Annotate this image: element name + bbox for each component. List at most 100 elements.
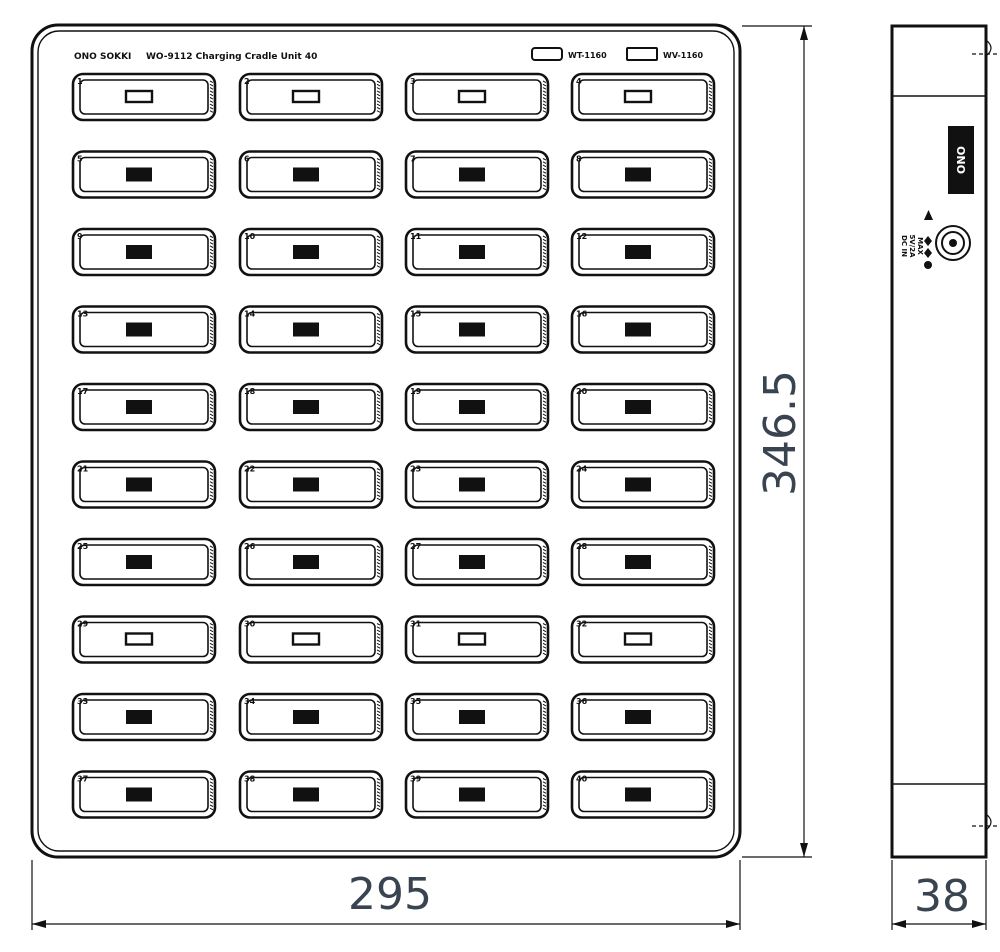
slot-indicator <box>457 89 487 104</box>
slot-indicator <box>623 632 653 646</box>
width-dimension: 295 <box>31 860 741 930</box>
slot-inner <box>578 389 708 425</box>
slot-inner <box>578 776 708 813</box>
slot-rib <box>708 235 713 268</box>
legend-wv: WV-1160 <box>626 47 703 61</box>
charging-slot: 7 <box>404 150 550 199</box>
slot-outer <box>238 692 384 742</box>
slot-outer <box>238 72 384 122</box>
charging-slot: 10 <box>238 227 384 277</box>
charging-slot: 1 <box>71 72 217 122</box>
slot-rib <box>209 390 214 423</box>
slot-number: 32 <box>576 620 587 629</box>
slot-outer <box>570 460 716 509</box>
slot-indicator <box>459 787 485 802</box>
slot-outer <box>404 382 550 432</box>
slot-outer <box>570 72 716 122</box>
legend-wv-label: WV-1160 <box>663 51 703 60</box>
slot-indicator <box>625 167 651 182</box>
slot-inner <box>79 699 209 735</box>
slot-inner <box>578 699 708 735</box>
slot-rib <box>376 235 381 268</box>
charging-slot: 33 <box>71 692 217 742</box>
slot-outer <box>404 305 550 354</box>
slot-indicator <box>459 167 485 182</box>
charging-slot: 35 <box>404 692 550 742</box>
slot-indicator <box>126 167 152 182</box>
slot-indicator <box>459 477 485 492</box>
slot-outer <box>71 770 217 819</box>
slot-outer <box>404 615 550 664</box>
slot-rib <box>376 158 381 191</box>
slot-indicator <box>126 787 152 802</box>
top-mount-hook <box>972 32 1000 70</box>
slot-number: 34 <box>244 697 256 706</box>
slot-inner <box>412 776 542 813</box>
height-dimension: 346.5 <box>742 25 812 858</box>
slot-inner <box>412 79 542 115</box>
slot-number: 13 <box>77 310 88 319</box>
charging-slot: 12 <box>570 227 716 277</box>
warning-triangle-icon <box>924 210 933 220</box>
slot-number: 29 <box>77 620 89 629</box>
slot-indicator <box>293 245 319 259</box>
slot-number: 40 <box>576 775 588 784</box>
slot-rib <box>542 545 547 578</box>
slot-number: 14 <box>244 310 256 319</box>
slot-inner <box>412 699 542 735</box>
slot-number: 35 <box>410 697 422 706</box>
slot-number: 31 <box>410 620 422 629</box>
slot-rib <box>376 700 381 733</box>
charging-slot: 17 <box>71 382 217 432</box>
slot-inner <box>246 466 376 503</box>
slot-number: 37 <box>77 775 88 784</box>
slot-rib <box>708 390 713 423</box>
slot-outer <box>570 770 716 819</box>
slot-indicator <box>293 477 319 492</box>
bottom-mount-hook <box>972 806 1000 846</box>
slot-indicator <box>126 555 152 569</box>
slot-number: 38 <box>244 775 256 784</box>
slot-number: 36 <box>576 697 588 706</box>
side-label-dc-in: DC IN <box>900 235 908 257</box>
slot-outer <box>238 537 384 587</box>
charging-slot: 29 <box>71 615 217 664</box>
dc-jack-outer <box>935 225 971 261</box>
charging-slot: 39 <box>404 770 550 819</box>
slot-rib <box>376 390 381 423</box>
charging-slot: 24 <box>570 460 716 509</box>
slot-number: 4 <box>576 77 582 86</box>
slot-outer <box>238 382 384 432</box>
legend-wt: WT-1160 <box>531 47 607 61</box>
slot-indicator <box>625 322 651 337</box>
slot-indicator <box>293 167 319 182</box>
height-dimension-label: 346.5 <box>755 370 806 496</box>
charging-slot: 36 <box>570 692 716 742</box>
slot-indicator <box>293 400 319 414</box>
slot-indicator <box>293 322 319 337</box>
slot-rib <box>542 468 547 501</box>
slot-number: 24 <box>576 465 588 474</box>
slot-rib <box>542 390 547 423</box>
slot-outer <box>404 692 550 742</box>
charging-slot: 19 <box>404 382 550 432</box>
slot-indicator <box>625 710 651 724</box>
slot-rib <box>209 468 214 501</box>
side-logo-block <box>948 126 974 194</box>
slot-outer <box>238 150 384 199</box>
brand-logo-text: ONO SOKKI <box>74 52 131 62</box>
slot-rib <box>376 80 381 113</box>
slot-outer <box>404 72 550 122</box>
slot-inner <box>246 79 376 115</box>
charging-slot: 32 <box>570 615 716 664</box>
slot-indicator <box>625 245 651 259</box>
slot-rib <box>376 545 381 578</box>
slot-outer <box>71 692 217 742</box>
depth-dimension: 38 <box>891 860 987 930</box>
slot-number: 16 <box>576 310 588 319</box>
slot-inner <box>578 621 708 658</box>
slot-inner <box>578 466 708 503</box>
slot-outer <box>71 382 217 432</box>
slot-number: 33 <box>77 697 88 706</box>
slot-outer <box>404 150 550 199</box>
